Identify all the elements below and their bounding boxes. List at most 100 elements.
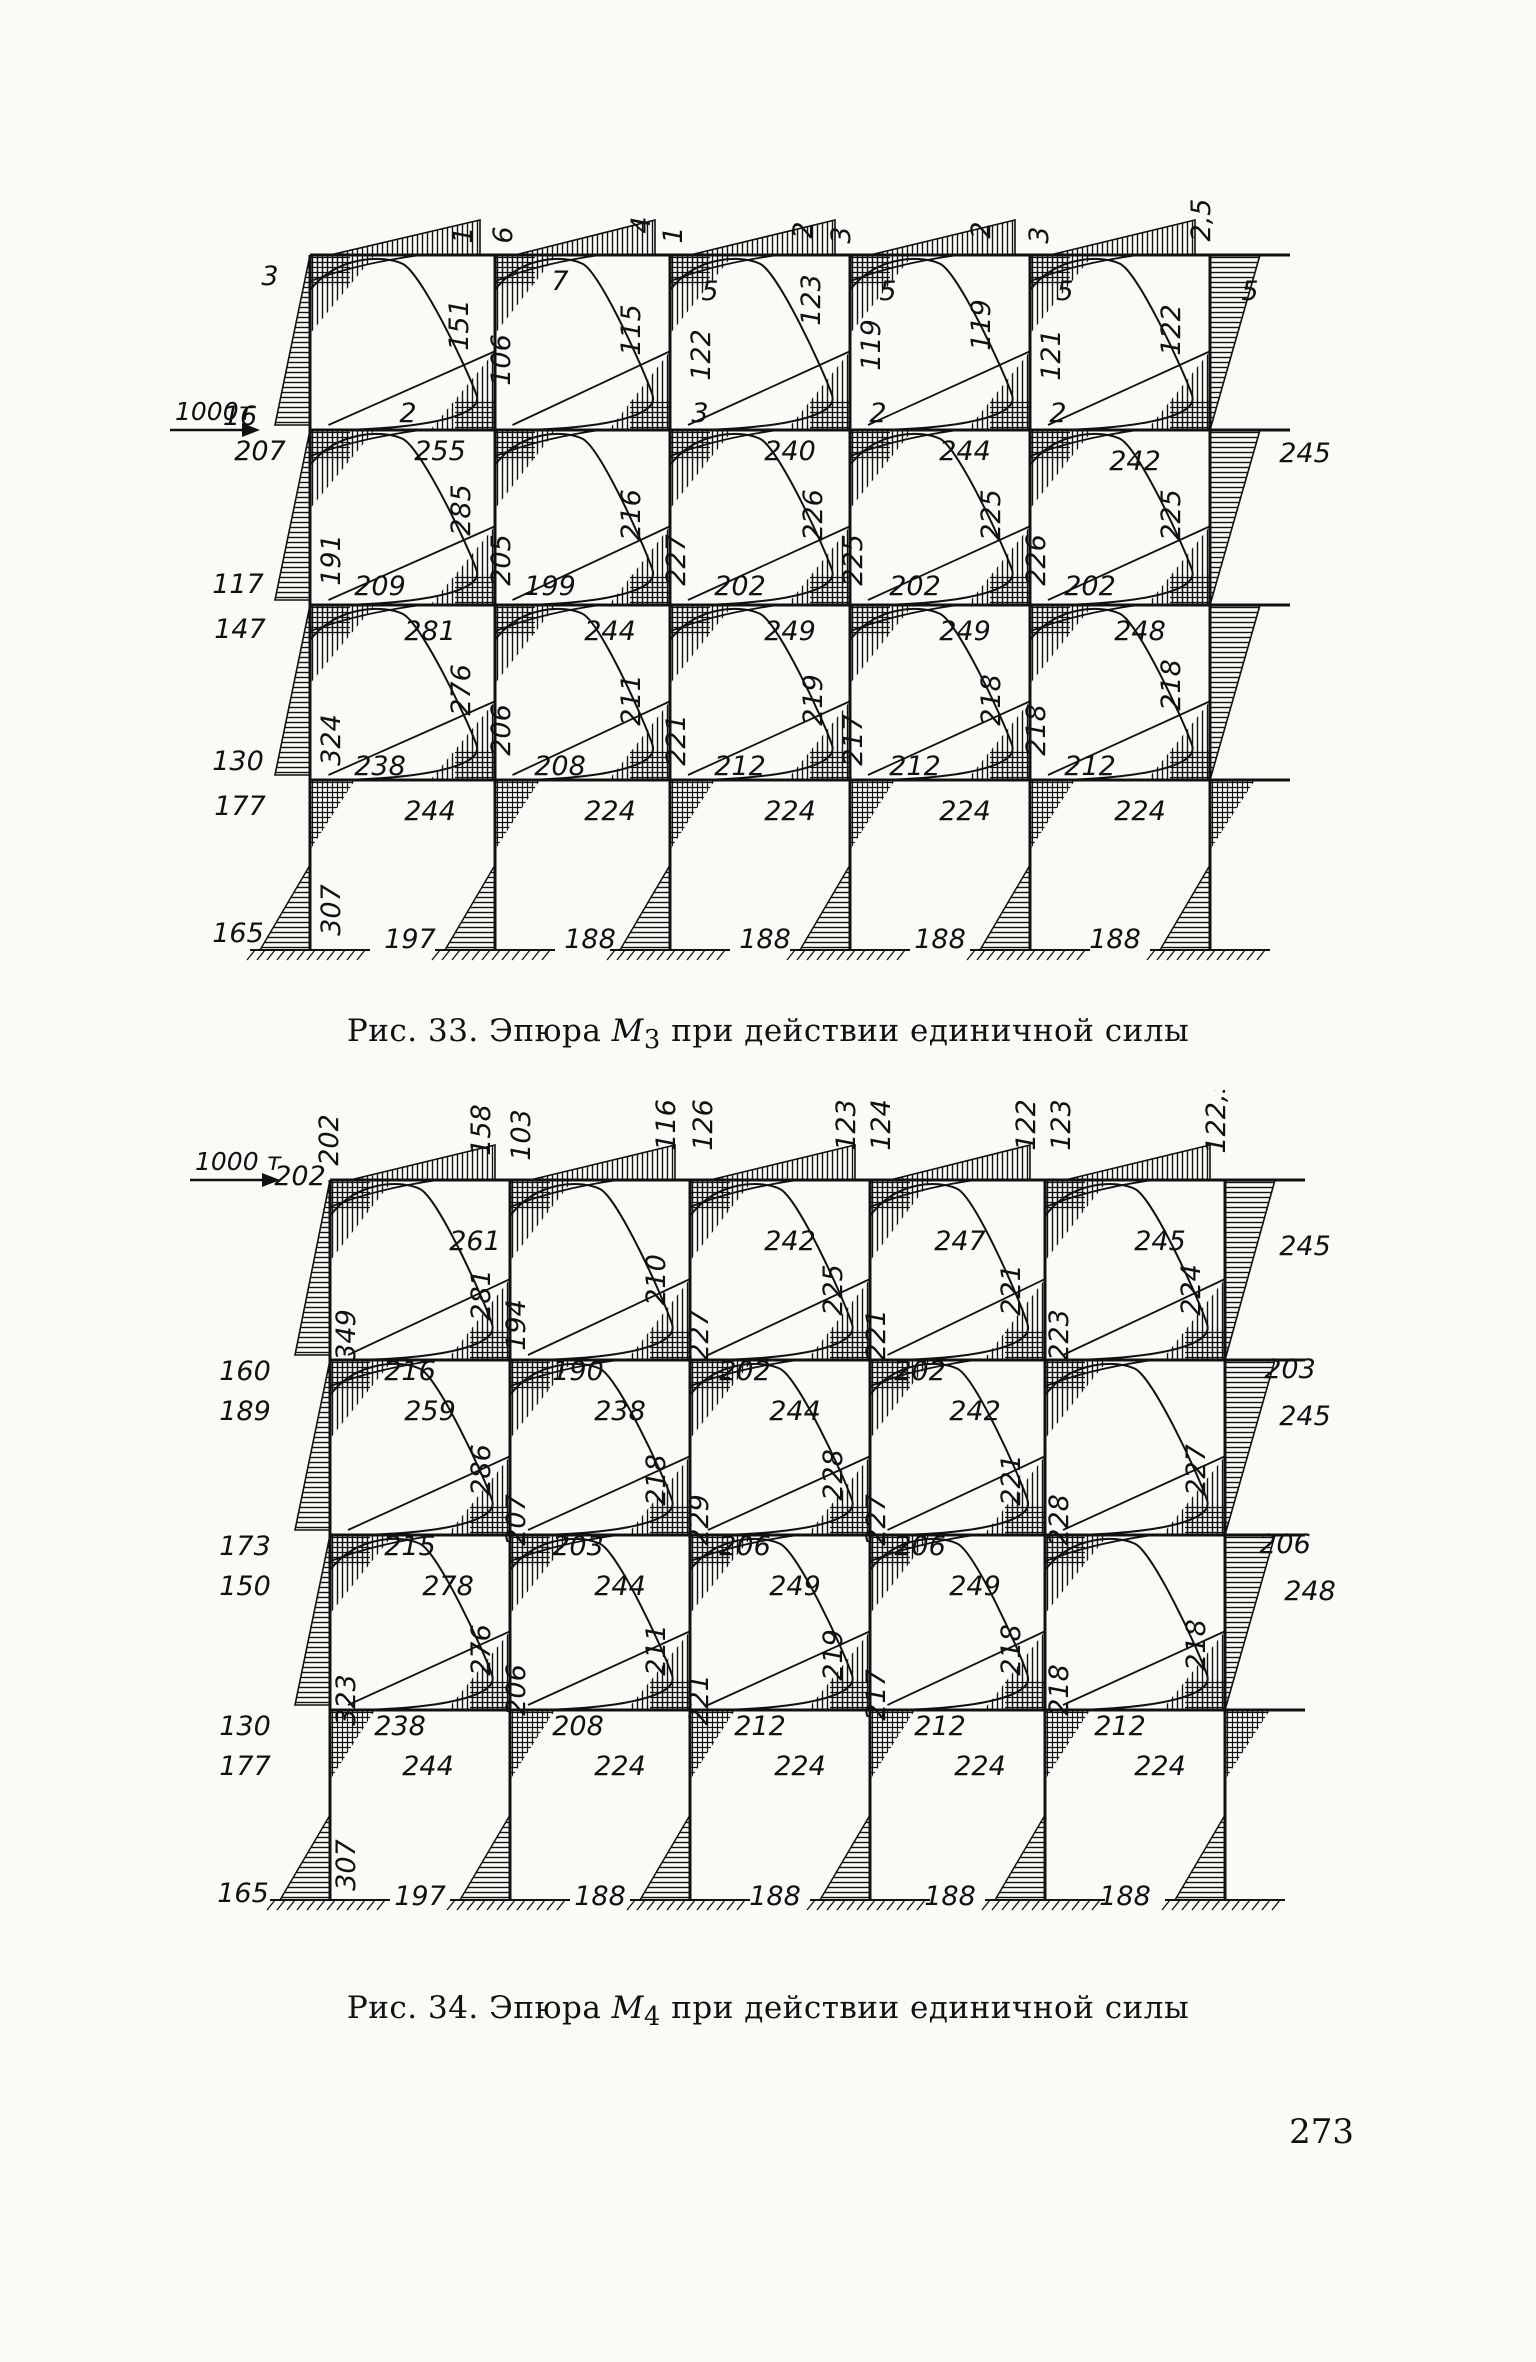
moment-triangle [447, 1456, 510, 1535]
moment-curve [1029, 432, 1194, 606]
moment-curve [1029, 254, 1211, 426]
moment-value: 286 [466, 1444, 497, 1496]
ground-hatch [706, 1899, 716, 1911]
ground-hatch [1031, 1899, 1041, 1911]
panel [849, 604, 1031, 781]
moment-value: 202 [314, 1114, 345, 1166]
moment-curve [509, 1362, 674, 1536]
ground-hatch [986, 949, 996, 961]
moment-triangle [870, 1180, 932, 1261]
ground-hatch [1216, 949, 1226, 961]
moment-value: 227 [1181, 1444, 1212, 1496]
ground-hatch [736, 1899, 746, 1911]
moment-value: 4 [626, 216, 657, 233]
moment-curve [309, 607, 478, 781]
moment-value: 218 [1181, 1619, 1212, 1671]
ground-hatch [786, 949, 796, 961]
moment-value: 165 [217, 1878, 269, 1909]
moment-triangle [627, 1279, 690, 1360]
ground-hatch [826, 1899, 836, 1911]
ground-hatch [556, 1899, 566, 1911]
moment-triangle [787, 701, 850, 780]
moment-triangle [430, 526, 495, 605]
moment-curve [869, 1362, 1029, 1536]
moment-curve [669, 604, 851, 776]
moment-value: 130 [212, 746, 264, 777]
ground-hatch [546, 1899, 556, 1911]
moment-curve [509, 1183, 674, 1361]
moment-value: 244 [584, 616, 636, 647]
moment-triangle [310, 430, 375, 509]
moment-value: 7 [551, 266, 568, 297]
moment-curve [869, 1359, 1046, 1531]
moment-value: 249 [939, 616, 991, 647]
moment-value: 245 [1279, 1401, 1331, 1432]
moment-triangle [430, 701, 495, 780]
moment-value: 3 [261, 261, 278, 292]
base-moment-triangle [1173, 1812, 1226, 1901]
moment-triangle [1162, 1456, 1225, 1535]
ground-hatch [981, 1899, 991, 1911]
ground-hatch [846, 1899, 856, 1911]
moment-triangle [807, 1631, 870, 1710]
base-moment-triangle [443, 862, 496, 951]
moment-value: 238 [374, 1711, 426, 1742]
caption-symbol: M [611, 1990, 644, 2026]
moment-value: 217 [838, 714, 869, 766]
ground-hatch [296, 1899, 306, 1911]
ground-hatch [836, 949, 846, 961]
ground-hatch [686, 1899, 696, 1911]
ground-hatch [1051, 1899, 1061, 1911]
edge-moment-triangle [1224, 1359, 1277, 1536]
ground-hatch [836, 1899, 846, 1911]
moment-curve [1044, 1362, 1209, 1536]
edge-moment-triangle [294, 1179, 331, 1356]
ground-hatch [866, 949, 876, 961]
ground-hatch [336, 949, 346, 961]
top-moment-triangle [1210, 780, 1255, 850]
ground-hatch [1161, 1899, 1171, 1911]
edge-moment-triangle [1224, 1534, 1277, 1711]
moment-value: 215 [384, 1531, 436, 1562]
moment-value: 123 [1046, 1099, 1077, 1151]
moment-triangle [447, 1631, 510, 1710]
moment-value: 173 [219, 1531, 271, 1562]
load-value: 1000 т [195, 1147, 283, 1176]
moment-curve [669, 432, 834, 606]
top-moment-triangle [850, 780, 895, 850]
ground-hatch [356, 1899, 366, 1911]
moment-value: 229 [684, 1494, 715, 1546]
ground-hatch [276, 1899, 286, 1911]
roof-moment-triangle [709, 1143, 856, 1181]
ground-hatch [876, 1899, 886, 1911]
moment-value: 123 [831, 1099, 862, 1151]
ground-hatch [796, 949, 806, 961]
ground-hatch [336, 1899, 346, 1911]
moment-value: 221 [996, 1264, 1027, 1316]
moment-value: 199 [524, 571, 576, 602]
ground-hatch [656, 949, 666, 961]
moment-value: 3 [691, 398, 708, 429]
ground-hatch [501, 949, 511, 961]
moment-value: 151 [444, 299, 475, 351]
moment-value: 116 [651, 1099, 682, 1151]
ground-hatch [516, 1899, 526, 1911]
moment-curve [1029, 429, 1211, 601]
panel [329, 1534, 511, 1711]
moment-value: 2 [399, 398, 416, 429]
moment-value: 324 [316, 714, 347, 766]
moment-value: 218 [1044, 1664, 1075, 1716]
moment-curve [509, 1179, 691, 1356]
moment-triangle [967, 701, 1030, 780]
moment-value: 225 [1156, 489, 1187, 541]
moment-value: 205 [486, 534, 517, 586]
moment-curve [329, 1362, 494, 1536]
ground-hatch [1231, 1899, 1241, 1911]
moment-curve [1044, 1359, 1226, 1531]
panel [1044, 1534, 1226, 1711]
moment-value: 242 [764, 1226, 816, 1257]
moment-value: 206 [719, 1531, 771, 1562]
ground-hatch [1181, 1899, 1191, 1911]
